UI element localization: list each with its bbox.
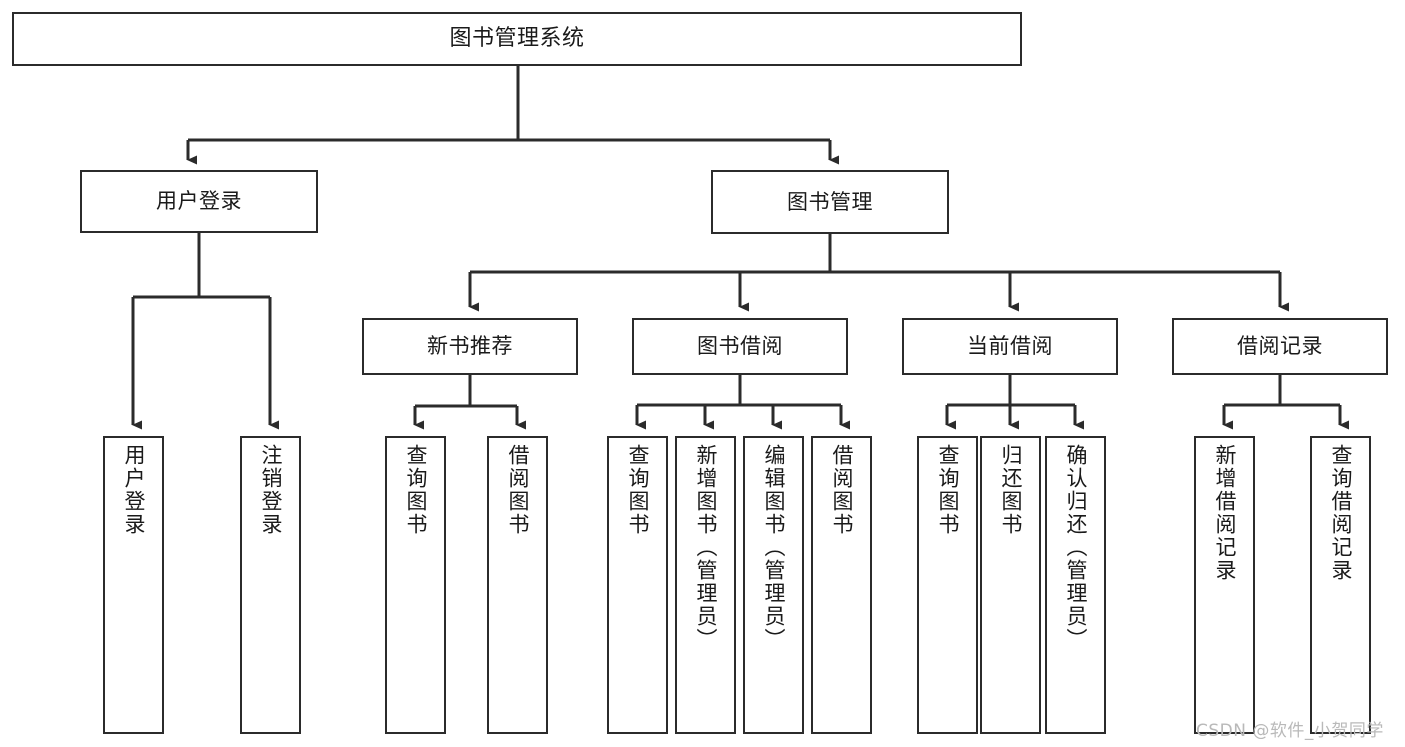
node-book-management-label: 图书管理: [787, 189, 873, 214]
node-borrow-record[interactable]: 借阅记录: [1172, 318, 1388, 375]
node-leaf-user-login[interactable]: 用户登录: [103, 436, 164, 734]
node-new-book-recommend[interactable]: 新书推荐: [362, 318, 578, 375]
node-leaf-br-query-record-label: 查询借阅记录: [1329, 444, 1353, 582]
node-leaf-cb-return-book[interactable]: 归还图书: [980, 436, 1041, 734]
node-user-login-label: 用户登录: [156, 189, 242, 214]
node-leaf-cb-query-book[interactable]: 查询图书: [917, 436, 978, 734]
node-leaf-bb-edit-book[interactable]: 编辑图书（管理员）: [743, 436, 804, 734]
node-leaf-nb-borrow-book-label: 借阅图书: [506, 444, 530, 536]
node-leaf-br-add-record-label: 新增借阅记录: [1213, 444, 1237, 582]
node-leaf-nb-query-book-label: 查询图书: [404, 444, 428, 536]
node-root-system-label: 图书管理系统: [449, 26, 585, 52]
node-leaf-cb-query-book-label: 查询图书: [936, 444, 960, 536]
node-leaf-cb-confirm-return[interactable]: 确认归还（管理员）: [1045, 436, 1106, 734]
node-book-borrow-label: 图书借阅: [697, 334, 783, 359]
node-current-borrow-label: 当前借阅: [967, 334, 1053, 359]
node-leaf-nb-query-book[interactable]: 查询图书: [385, 436, 446, 734]
node-leaf-user-login-label: 用户登录: [122, 444, 146, 536]
node-user-login[interactable]: 用户登录: [80, 170, 318, 233]
node-leaf-logout-label: 注销登录: [259, 444, 283, 536]
node-leaf-bb-query-book[interactable]: 查询图书: [607, 436, 668, 734]
node-leaf-bb-add-book[interactable]: 新增图书（管理员）: [675, 436, 736, 734]
node-book-management[interactable]: 图书管理: [711, 170, 949, 234]
node-current-borrow[interactable]: 当前借阅: [902, 318, 1118, 375]
node-book-borrow[interactable]: 图书借阅: [632, 318, 848, 375]
node-leaf-bb-edit-book-label: 编辑图书（管理员）: [762, 444, 786, 651]
node-leaf-bb-add-book-label: 新增图书（管理员）: [694, 444, 718, 651]
node-leaf-nb-borrow-book[interactable]: 借阅图书: [487, 436, 548, 734]
csdn-watermark: CSDN @软件_小贺同学: [1196, 721, 1384, 741]
node-root-system[interactable]: 图书管理系统: [12, 12, 1022, 66]
node-new-book-recommend-label: 新书推荐: [427, 334, 513, 359]
node-leaf-bb-borrow-book[interactable]: 借阅图书: [811, 436, 872, 734]
node-leaf-cb-return-book-label: 归还图书: [999, 444, 1023, 536]
node-leaf-br-query-record[interactable]: 查询借阅记录: [1310, 436, 1371, 734]
node-leaf-bb-borrow-book-label: 借阅图书: [830, 444, 854, 536]
node-leaf-logout[interactable]: 注销登录: [240, 436, 301, 734]
node-borrow-record-label: 借阅记录: [1237, 334, 1323, 359]
node-leaf-br-add-record[interactable]: 新增借阅记录: [1194, 436, 1255, 734]
node-leaf-bb-query-book-label: 查询图书: [626, 444, 650, 536]
node-leaf-cb-confirm-return-label: 确认归还（管理员）: [1064, 444, 1088, 651]
